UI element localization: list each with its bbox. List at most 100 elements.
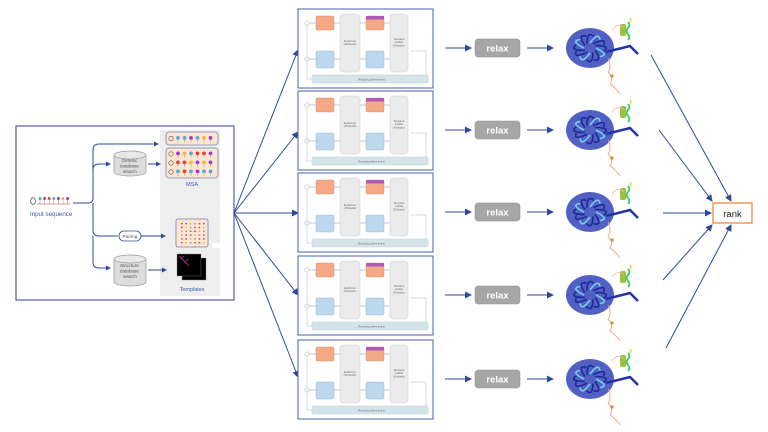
recycling-label: ← Recycling (three times) [355,242,385,246]
msa-representation [315,97,335,113]
pair-representation-out [365,214,385,233]
input-sequence-label: Input sequence [30,211,73,218]
template-contact-map [178,255,190,267]
pair-representation-out [365,132,385,151]
msa-residue [202,160,206,165]
helix [620,24,626,36]
relax-box [474,38,521,58]
msa-residue [182,136,187,140]
predicted-structure-3 [566,181,639,259]
rank-arrow-4 [662,224,713,281]
evoformer-block [339,260,361,320]
fan-arrow-5 [233,212,300,378]
predicted-structure-4 [566,264,639,342]
predicted-structure-5 [566,348,639,426]
disordered-tail [607,304,621,342]
pairing-label: Pairing [123,234,138,240]
msa-residue [189,169,193,174]
structure-db-label: Structure database search [120,263,140,279]
pair-representation [315,297,335,316]
pair-representation-out [365,297,385,316]
rank-box [712,202,753,224]
input-panel: Input sequence Genetic database search S… [15,125,235,301]
pair-representation-out [365,381,385,400]
evoformer-block [339,344,361,404]
pair-representation [315,50,335,69]
pair-representation [315,214,335,233]
helix [620,355,626,367]
pair-representation-out [365,50,385,69]
pair-representation-matrix [175,218,209,248]
msa-residue [182,151,187,156]
disordered-tail [607,139,621,177]
msa-residue [202,136,206,140]
residue-pin-head [43,197,47,200]
evoformer-block [339,13,361,73]
evoformer-label: Evoformer(48 blocks) [344,203,357,210]
msa-residue [195,169,200,174]
msa-residue [182,169,187,174]
msa-residue [176,151,180,156]
msa-representation [315,262,335,278]
protein-core [566,192,614,232]
evoformer-block [339,177,361,237]
msa-residue [208,136,213,140]
residue-pin-head [47,197,51,200]
evoformer-block [339,95,361,155]
evoformer-label: Evoformer(48 blocks) [344,121,357,128]
evoformer-label: Evoformer(48 blocks) [344,370,357,377]
arrow-to-msa-query [73,141,159,204]
residue-pin-head [38,197,42,200]
relax-box [474,369,521,389]
helix [620,106,626,118]
msa-residue [195,136,200,140]
residue-pin-head [61,197,65,200]
input-sequence-icon [30,197,70,205]
msa-residue [202,169,206,174]
relax-label: relax [486,126,509,137]
protein-core [566,28,614,68]
fan-arrow-2 [233,131,299,214]
disordered-tail [607,221,621,259]
msa-residue [189,160,193,165]
protein-core [566,110,614,150]
arrow-to-structure-db [92,236,111,271]
relax-label: relax [486,375,509,386]
residue-pin-head [66,197,70,200]
relax-box [474,120,521,140]
pair-representation [315,381,335,400]
structure-module-block [389,344,409,404]
fan-arrow-1 [233,49,300,214]
rank-arrow-1 [650,54,732,202]
msa-residue [208,151,213,156]
relax-box [474,202,521,222]
templates-label: Templates [180,287,205,293]
rank-arrow-2 [658,129,713,202]
genetic-database-icon [113,150,147,177]
msa-residue [202,151,206,156]
msa-residue [208,160,213,165]
disordered-tail [607,57,621,95]
msa-residue [195,151,200,156]
evoformer-label: Evoformer(48 blocks) [344,39,357,46]
msa-residue [189,136,193,140]
msa-residue [176,169,180,174]
protein-core [566,359,614,399]
relax-box [474,285,521,305]
genetic-db-label: Genetic database search [120,158,140,174]
relax-label: relax [486,291,509,302]
msa-pins [168,136,213,176]
structure-module-block [389,95,409,155]
msa-residue [189,151,193,156]
residue-pin-head [52,197,56,200]
msa-representation [315,346,335,362]
predicted-structure-1 [566,17,639,95]
fan-out-arrows [233,49,300,378]
arrow-to-pairing [92,203,118,237]
